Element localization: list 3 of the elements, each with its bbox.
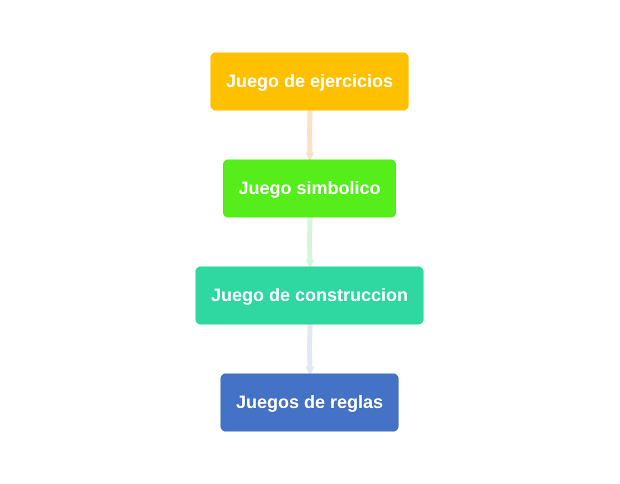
- arrow: [306, 217, 315, 268]
- arrow: [306, 324, 315, 375]
- arrow: [306, 110, 315, 161]
